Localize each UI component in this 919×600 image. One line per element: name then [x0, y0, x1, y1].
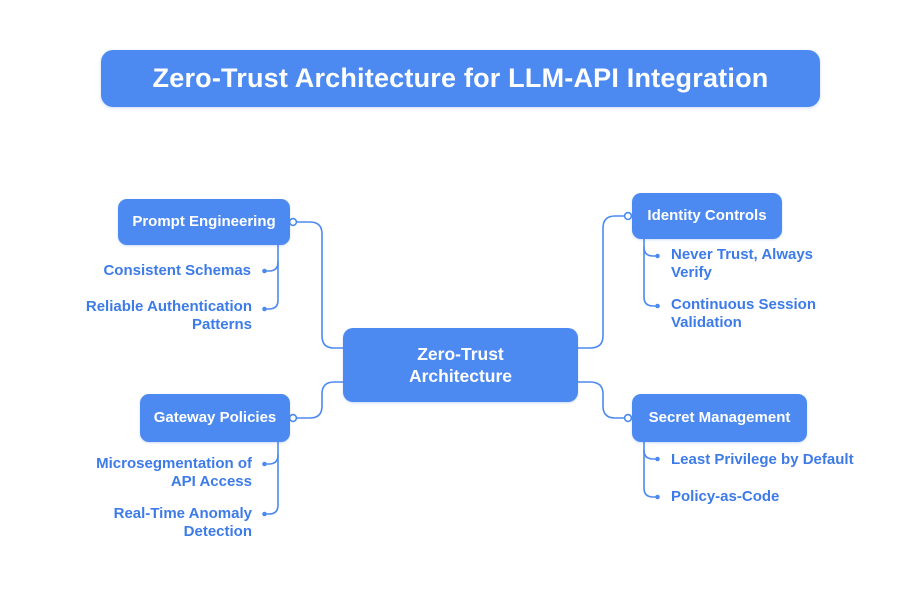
leaf-reliable-authentication-patterns: Reliable Authentication Patterns — [85, 298, 252, 333]
node-prompt-engineering: Prompt Engineering — [118, 199, 290, 245]
node-identity-controls: Identity Controls — [632, 193, 782, 239]
leaf-microsegmentation-of-api-access: Microsegmentation of API Access — [96, 455, 252, 490]
node-zero-trust-architecture: Zero-Trust Architecture — [343, 328, 578, 402]
connector-prompt-engineering — [296, 221, 344, 349]
leaf-real-time-anomaly-detection: Real-Time Anomaly Detection — [113, 505, 252, 540]
connector-secret-leaves-trunk — [643, 441, 656, 498]
node-dot-prompt — [288, 217, 298, 227]
leaf-consistent-schemas: Consistent Schemas — [103, 262, 251, 279]
leaf-continuous-session-validation: Continuous Session Validation — [671, 296, 817, 331]
leaf-dot-least-privilege — [655, 456, 660, 462]
node-secret-management: Secret Management — [632, 394, 807, 442]
diagram-title: Zero-Trust Architecture for LLM-API Inte… — [152, 63, 769, 93]
leaf-never-trust-always-verify: Never Trust, Always Verify — [671, 246, 814, 281]
leaf-dot-realtime-anomaly — [262, 511, 267, 517]
connector-gateway-policies — [296, 381, 344, 419]
connector-leaf-least-privilege — [643, 449, 656, 460]
leaf-dot-reliable-authentication — [262, 306, 267, 312]
connector-leaf-never-trust — [643, 246, 656, 257]
node-dot-gateway — [288, 413, 298, 423]
leaf-dot-microsegmentation — [262, 461, 267, 467]
leaf-dot-continuous-session — [655, 303, 660, 309]
connector-leaf-microsegmentation — [266, 454, 279, 465]
connector-identity-leaves-trunk — [643, 238, 656, 307]
connector-gateway-leaves-trunk — [266, 441, 279, 515]
connector-secret-management — [577, 381, 625, 419]
node-dot-secret — [623, 413, 633, 423]
leaf-dot-never-trust — [655, 253, 660, 259]
node-gateway-policies: Gateway Policies — [140, 394, 290, 442]
leaf-least-privilege-by-default: Least Privilege by Default — [671, 451, 854, 468]
connector-leaf-consistent-schemas — [266, 261, 279, 272]
leaf-dot-consistent-schemas — [262, 268, 267, 274]
leaf-dot-policy-as-code — [655, 494, 660, 500]
leaf-policy-as-code: Policy-as-Code — [671, 488, 780, 505]
connector-identity-controls — [577, 215, 625, 349]
diagram-title-banner: Zero-Trust Architecture for LLM-API Inte… — [101, 50, 820, 107]
node-dot-identity — [623, 211, 633, 221]
connector-prompt-leaves-trunk — [266, 244, 279, 310]
